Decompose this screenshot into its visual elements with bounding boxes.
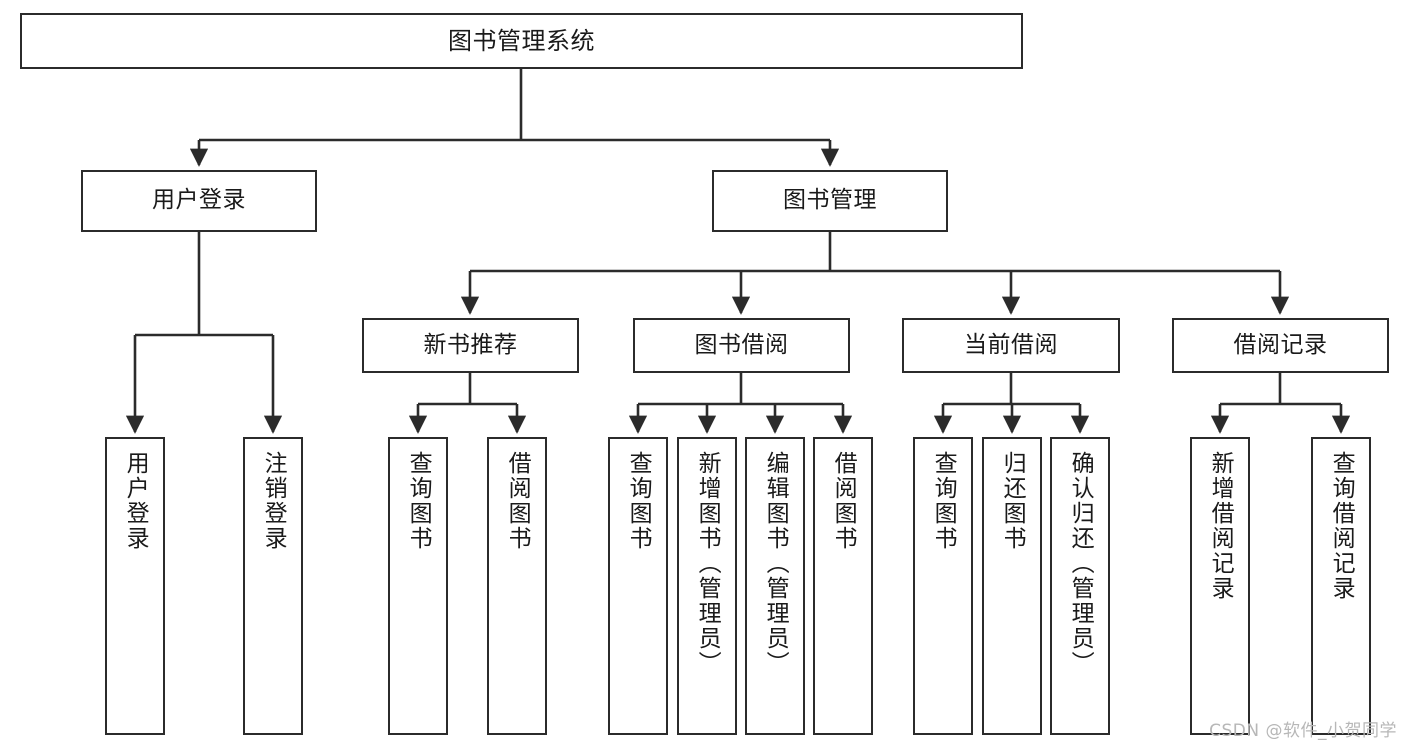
node-leaf-query-book-2[interactable]: 查询图书 xyxy=(608,437,668,735)
node-leaf-user-login[interactable]: 用户登录 xyxy=(105,437,165,735)
node-leaf-query-book-2-label: 查询图书 xyxy=(625,451,652,551)
node-leaf-add-record-label: 新增借阅记录 xyxy=(1207,451,1234,601)
node-leaf-query-book-3-label: 查询图书 xyxy=(930,451,957,551)
node-leaf-edit-book[interactable]: 编辑图书（管理员） xyxy=(745,437,805,735)
node-leaf-query-record[interactable]: 查询借阅记录 xyxy=(1311,437,1371,735)
node-book-borrow-label: 图书借阅 xyxy=(694,331,789,358)
node-leaf-user-login-label: 用户登录 xyxy=(122,451,149,551)
node-borrow-record[interactable]: 借阅记录 xyxy=(1172,318,1389,373)
node-leaf-query-record-label: 查询借阅记录 xyxy=(1328,451,1355,601)
node-user-login[interactable]: 用户登录 xyxy=(81,170,317,232)
node-book-manage-label: 图书管理 xyxy=(783,187,877,214)
node-current-borrow[interactable]: 当前借阅 xyxy=(902,318,1120,373)
node-new-book-rec-label: 新书推荐 xyxy=(423,331,518,358)
node-leaf-add-record[interactable]: 新增借阅记录 xyxy=(1190,437,1250,735)
node-leaf-confirm-return-label: 确认归还（管理员） xyxy=(1067,451,1094,676)
node-book-borrow[interactable]: 图书借阅 xyxy=(633,318,850,373)
node-borrow-record-label: 借阅记录 xyxy=(1233,331,1328,358)
watermark-text: CSDN @软件_小贺同学 xyxy=(1209,721,1397,741)
node-leaf-borrow-book-2-label: 借阅图书 xyxy=(830,451,857,551)
node-leaf-query-book-1-label: 查询图书 xyxy=(405,451,432,551)
node-root-label: 图书管理系统 xyxy=(448,26,595,55)
node-leaf-user-logout[interactable]: 注销登录 xyxy=(243,437,303,735)
node-book-manage[interactable]: 图书管理 xyxy=(712,170,948,232)
node-leaf-borrow-book-2[interactable]: 借阅图书 xyxy=(813,437,873,735)
node-leaf-edit-book-label: 编辑图书（管理员） xyxy=(762,451,789,676)
node-leaf-confirm-return[interactable]: 确认归还（管理员） xyxy=(1050,437,1110,735)
node-current-borrow-label: 当前借阅 xyxy=(964,331,1058,358)
node-leaf-add-book[interactable]: 新增图书（管理员） xyxy=(677,437,737,735)
node-leaf-user-logout-label: 注销登录 xyxy=(260,451,287,551)
node-leaf-return-book[interactable]: 归还图书 xyxy=(982,437,1042,735)
node-leaf-borrow-book-1-label: 借阅图书 xyxy=(504,451,531,551)
node-leaf-add-book-label: 新增图书（管理员） xyxy=(694,451,721,676)
node-root[interactable]: 图书管理系统 xyxy=(20,13,1023,69)
node-leaf-query-book-1[interactable]: 查询图书 xyxy=(388,437,448,735)
node-leaf-borrow-book-1[interactable]: 借阅图书 xyxy=(487,437,547,735)
node-user-login-label: 用户登录 xyxy=(152,187,246,214)
node-leaf-query-book-3[interactable]: 查询图书 xyxy=(913,437,973,735)
node-leaf-return-book-label: 归还图书 xyxy=(999,451,1026,551)
node-new-book-rec[interactable]: 新书推荐 xyxy=(362,318,579,373)
